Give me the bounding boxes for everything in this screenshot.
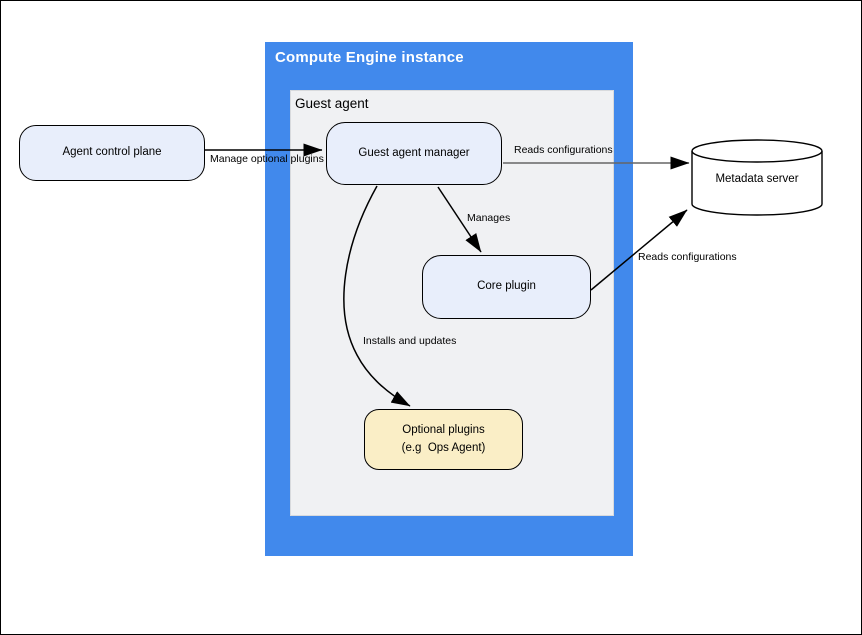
guest-agent-title: Guest agent: [295, 96, 369, 111]
optional-plugins-label-line2: (e.g Ops Agent): [401, 441, 486, 454]
guest-agent-manager-label: Guest agent manager: [358, 146, 470, 159]
compute-engine-instance-title: Compute Engine instance: [275, 49, 464, 66]
node-core-plugin: Core plugin: [422, 255, 591, 319]
node-agent-control-plane: Agent control plane: [19, 125, 205, 181]
database-cylinder-icon: [691, 139, 823, 216]
node-optional-plugins: Optional plugins (e.g Ops Agent): [364, 409, 523, 470]
core-plugin-label: Core plugin: [477, 280, 536, 293]
edge-label-reads-configurations-core: Reads configurations: [638, 251, 737, 263]
node-guest-agent-manager: Guest agent manager: [326, 122, 502, 185]
optional-plugins-label-line1: Optional plugins: [402, 423, 485, 436]
metadata-server-label: Metadata server: [715, 173, 799, 185]
agent-control-plane-label: Agent control plane: [62, 146, 162, 159]
node-metadata-server: Metadata server: [691, 139, 823, 216]
